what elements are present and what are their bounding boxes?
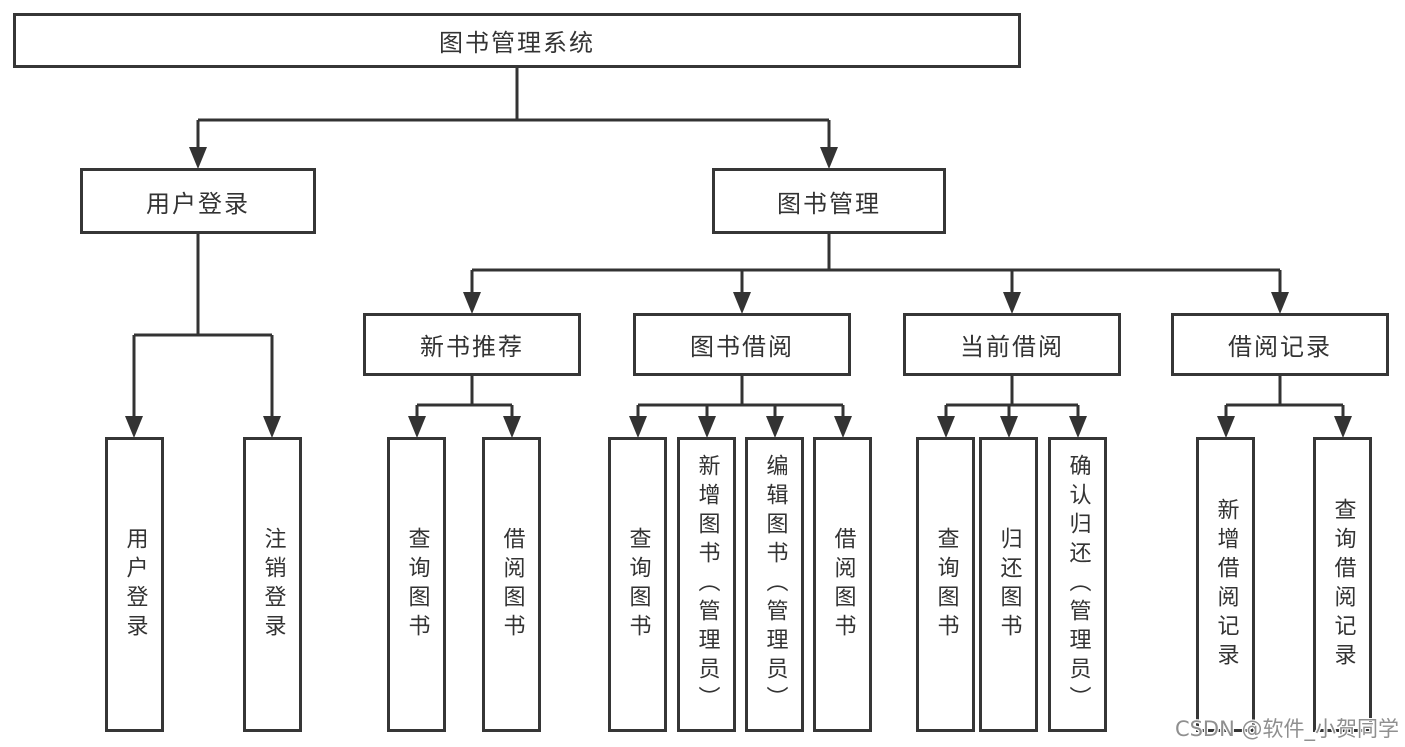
node-recommend-query-book: 查询图书 (387, 437, 446, 732)
node-current-query-book: 查询图书 (916, 437, 975, 732)
node-current-borrow: 当前借阅 (903, 313, 1121, 376)
connector-borrowrecord-to-leaves (1224, 376, 1345, 420)
node-borrow-edit-book-admin-label: 编辑图书（管理员） (762, 454, 788, 715)
node-recommend-borrow-book-label: 借阅图书 (499, 526, 525, 643)
node-record-query-borrow-record: 查询借阅记录 (1313, 437, 1372, 732)
node-user-login: 用户登录 (80, 168, 316, 234)
node-borrow-add-book-admin-label: 新增图书（管理员） (694, 454, 720, 715)
node-borrow-record: 借阅记录 (1171, 313, 1389, 376)
node-borrow-query-book: 查询图书 (608, 437, 667, 732)
node-current-return-book-label: 归还图书 (996, 526, 1022, 643)
connector-currentborrow-to-leaves (944, 376, 1080, 420)
node-library-system-label: 图书管理系统 (439, 29, 595, 57)
node-book-borrow-label: 图书借阅 (690, 333, 794, 361)
node-borrow-add-book-admin: 新增图书（管理员） (677, 437, 736, 732)
node-user-login-leaf: 用户登录 (105, 437, 164, 732)
node-current-query-book-label: 查询图书 (933, 526, 959, 643)
node-logout: 注销登录 (243, 437, 302, 732)
node-borrow-borrow-book-label: 借阅图书 (830, 526, 856, 643)
connector-bookmgmt-to-level3 (470, 234, 1282, 296)
node-recommend-borrow-book: 借阅图书 (482, 437, 541, 732)
node-new-book-recommend-label: 新书推荐 (420, 333, 524, 361)
node-user-login-leaf-label: 用户登录 (122, 526, 148, 643)
node-borrow-edit-book-admin: 编辑图书（管理员） (745, 437, 804, 732)
node-user-login-label: 用户登录 (146, 189, 250, 218)
node-book-borrow: 图书借阅 (633, 313, 851, 376)
node-borrow-record-label: 借阅记录 (1228, 333, 1332, 361)
node-current-return-book: 归还图书 (979, 437, 1038, 732)
node-record-add-borrow-record: 新增借阅记录 (1196, 437, 1255, 732)
node-record-query-borrow-record-label: 查询借阅记录 (1330, 497, 1356, 672)
node-new-book-recommend: 新书推荐 (363, 313, 581, 376)
node-book-management: 图书管理 (712, 168, 946, 234)
connector-userlogin-to-leaves (132, 234, 274, 420)
node-borrow-borrow-book: 借阅图书 (813, 437, 872, 732)
node-borrow-query-book-label: 查询图书 (625, 526, 651, 643)
node-current-confirm-return-admin: 确认归还（管理员） (1048, 437, 1107, 732)
connector-bookborrow-to-leaves (636, 376, 845, 420)
node-current-confirm-return-admin-label: 确认归还（管理员） (1065, 454, 1091, 715)
csdn-watermark: CSDN @软件_小贺同学 (1174, 717, 1399, 741)
node-library-system: 图书管理系统 (13, 13, 1021, 68)
node-record-add-borrow-record-label: 新增借阅记录 (1213, 497, 1239, 672)
connector-newbook-to-leaves (415, 376, 514, 420)
node-book-management-label: 图书管理 (777, 189, 881, 218)
node-recommend-query-book-label: 查询图书 (404, 526, 430, 643)
node-current-borrow-label: 当前借阅 (960, 333, 1064, 361)
node-logout-label: 注销登录 (260, 526, 286, 643)
connector-root-to-level2 (196, 68, 831, 150)
